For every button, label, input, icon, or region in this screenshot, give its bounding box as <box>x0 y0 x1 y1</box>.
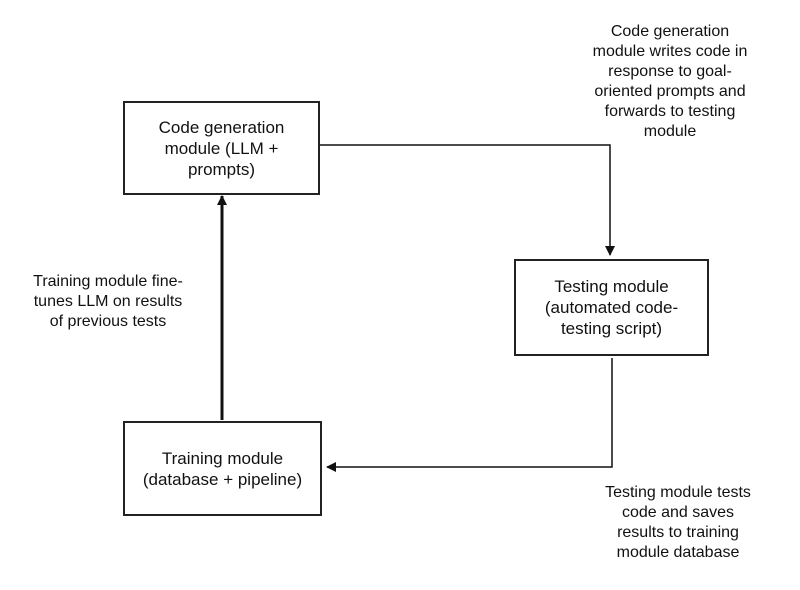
annotation-line: oriented prompts and <box>594 83 746 100</box>
annotation-line: results to training <box>617 524 739 541</box>
annotation-line: tunes LLM on results <box>33 293 183 310</box>
annotation-codegen-to-testing: Code generation module writes code in re… <box>560 22 780 142</box>
node-label-line: module (LLM + <box>164 138 279 158</box>
annotation-line: module database <box>616 544 740 561</box>
node-label-line: Code generation <box>158 117 285 137</box>
training-module-box: Training module (database + pipeline) <box>123 421 322 516</box>
annotation-line: of previous tests <box>49 313 167 330</box>
annotation-testing-to-training: Testing module tests code and saves resu… <box>578 483 778 563</box>
node-label-line: testing script) <box>560 319 663 338</box>
annotation-line: forwards to testing <box>604 103 736 120</box>
node-label-line: Testing module <box>554 277 669 296</box>
annotation-training-to-codegen: Training module fine- tunes LLM on resul… <box>8 272 208 332</box>
annotation-line: Testing module tests <box>605 484 751 501</box>
node-label-line: prompts) <box>187 159 256 179</box>
testing-module-box: Testing module (automated code- testing … <box>514 259 709 356</box>
annotation-line: Code generation <box>610 23 730 40</box>
annotation-line: response to goal- <box>608 63 732 80</box>
arrow-testing-to-training <box>326 358 613 472</box>
annotation-line: Training module fine- <box>33 273 183 290</box>
annotation-line: code and saves <box>621 504 735 521</box>
node-label-line: Training module <box>161 448 284 468</box>
annotation-line: module writes code in <box>592 43 748 60</box>
code-generation-module-box: Code generation module (LLM + prompts) <box>123 101 320 195</box>
node-label-line: (automated code- <box>544 298 679 317</box>
annotation-line: module <box>643 123 697 140</box>
node-label-line: (database + pipeline) <box>142 469 303 489</box>
arrow-codegen-to-testing <box>320 144 615 256</box>
